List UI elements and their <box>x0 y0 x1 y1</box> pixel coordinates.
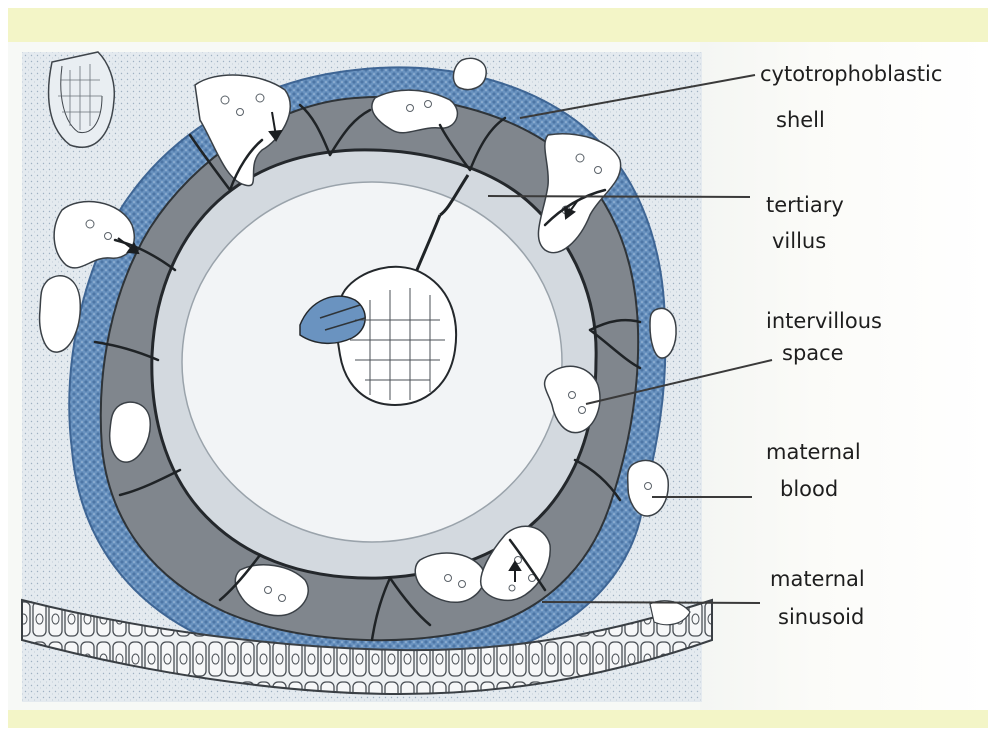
leader-maternal-sinusoid <box>542 602 760 603</box>
label-space: space <box>782 341 844 365</box>
uterine-gland <box>49 52 115 147</box>
label-sinusoid: sinusoid <box>778 605 864 629</box>
label-intervillous: intervillous <box>766 309 882 333</box>
label-cytotrophoblastic: cytotrophoblastic <box>760 62 942 86</box>
label-maternal-2: maternal <box>770 567 865 591</box>
label-villus: villus <box>772 229 826 253</box>
label-tertiary: tertiary <box>766 193 844 217</box>
leader-tertiary-villus <box>488 196 750 197</box>
label-shell: shell <box>776 108 825 132</box>
label-blood: blood <box>780 477 838 501</box>
label-maternal-1: maternal <box>766 440 861 464</box>
labels: cytotrophoblastic shell tertiary villus … <box>760 62 942 629</box>
